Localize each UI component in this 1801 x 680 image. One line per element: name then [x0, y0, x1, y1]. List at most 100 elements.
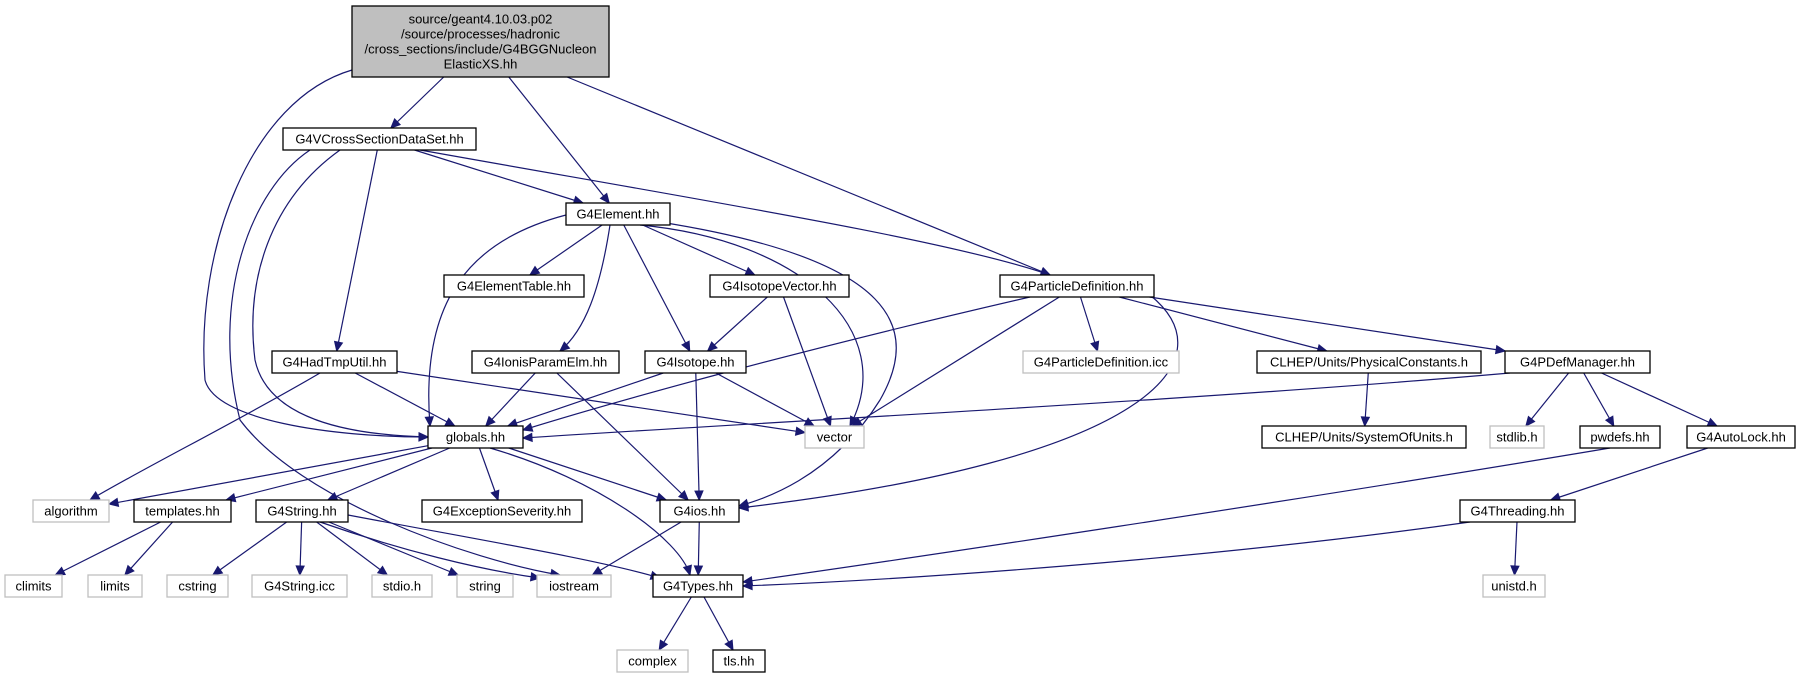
node-label: G4AutoLock.hh — [1696, 430, 1786, 445]
node-box — [1459, 499, 1576, 523]
edge-G4Element-to-G4IonisParamElm — [559, 224, 611, 352]
node-label: G4HadTmpUtil.hh — [282, 355, 386, 370]
node-box — [32, 499, 110, 523]
node-label: limits — [100, 579, 130, 594]
node-label: G4ParticleDefinition.icc — [1034, 355, 1169, 370]
edge-G4PDefManager-to-pwdefs — [1583, 372, 1615, 428]
node-label: G4Threading.hh — [1471, 504, 1565, 519]
edge-G4IsotopeVector-to-G4Isotope — [706, 296, 768, 352]
node-box — [659, 499, 740, 523]
node-cstring: cstring — [166, 574, 229, 598]
node-g4elementtable[interactable]: G4ElementTable.hh — [443, 274, 585, 298]
node-label: G4PDefManager.hh — [1520, 355, 1635, 370]
edge-globals-to-G4Types — [489, 447, 692, 577]
edge-G4IonisParamElm-to-G4ios — [556, 372, 690, 501]
edge-G4VCrossSectionDataSet-to-G4HadTmpUtil — [333, 149, 378, 353]
node-g4isotopevector[interactable]: G4IsotopeVector.hh — [709, 274, 850, 298]
edge-root-to-G4ParticleDefinition — [566, 76, 1052, 276]
node-box — [421, 499, 583, 523]
edge-G4VCrossSectionDataSet-to-G4Element — [414, 149, 585, 205]
edge-G4HadTmpUtil-to-globals — [354, 372, 456, 427]
node-label: templates.hh — [145, 504, 219, 519]
edge-G4AutoLock-to-G4Threading — [1549, 447, 1708, 502]
node-physicalconstants[interactable]: CLHEP/Units/PhysicalConstants.h — [1256, 350, 1482, 374]
node-box — [652, 574, 744, 598]
node-g4isotope[interactable]: G4Isotope.hh — [644, 350, 747, 374]
edge-G4Isotope-to-globals — [506, 372, 664, 428]
edge-G4PDefManager-to-G4AutoLock — [1601, 372, 1719, 427]
node-g4particledefinition[interactable]: G4ParticleDefinition.hh — [999, 274, 1155, 298]
node-g4types[interactable]: G4Types.hh — [652, 574, 744, 598]
node-label: pwdefs.hh — [1590, 430, 1649, 445]
node-systemofunits[interactable]: CLHEP/Units/SystemOfUnits.h — [1261, 425, 1467, 449]
node-box — [456, 574, 514, 598]
node-label: source/geant4.10.03.p02 — [409, 12, 553, 27]
edge-G4Element-to-vector — [639, 224, 864, 428]
node-g4hadtmputil[interactable]: G4HadTmpUtil.hh — [271, 350, 398, 374]
edge-G4Element-to-G4IsotopeVector — [642, 224, 756, 276]
edge-G4VCrossSectionDataSet-to-globals — [252, 149, 430, 442]
edge-G4Threading-to-unistd — [1510, 521, 1520, 577]
node-label: climits — [15, 579, 52, 594]
edge-G4String-to-string — [328, 521, 460, 576]
edge-G4ParticleDefinition-to-G4ios — [737, 294, 1179, 512]
node-g4string[interactable]: G4String.hh — [255, 499, 349, 523]
edge-globals-to-templates — [224, 447, 433, 503]
node-label: G4String.hh — [267, 504, 336, 519]
node-climits: climits — [4, 574, 63, 598]
edge-globals-to-algorithm — [107, 445, 429, 508]
node-g4ionisparamelm[interactable]: G4IonisParamElm.hh — [471, 350, 620, 374]
node-label: stdio.h — [383, 579, 421, 594]
node-box — [712, 649, 766, 673]
edge-G4PDefManager-to-stdlib — [1525, 372, 1570, 427]
node-g4threading[interactable]: G4Threading.hh — [1459, 499, 1576, 523]
node-box — [282, 127, 477, 151]
node-label: G4ElementTable.hh — [457, 279, 571, 294]
node-g4pdefmanager[interactable]: G4PDefManager.hh — [1504, 350, 1651, 374]
node-label: ElasticXS.hh — [444, 57, 518, 72]
node-label: G4ExceptionSeverity.hh — [433, 504, 572, 519]
node-stdio: stdio.h — [371, 574, 433, 598]
node-label: /source/processes/hadronic — [401, 27, 560, 42]
edge-G4Element-to-globals — [424, 214, 567, 428]
node-label: G4IonisParamElm.hh — [484, 355, 608, 370]
node-g4exceptionseverity[interactable]: G4ExceptionSeverity.hh — [421, 499, 583, 523]
edge-G4ParticleDefinition-to-vector — [851, 296, 1060, 427]
edge-layer — [54, 69, 1719, 652]
node-box — [709, 274, 850, 298]
edge-G4Isotope-to-vector — [715, 372, 816, 427]
node-box — [351, 5, 610, 78]
edge-G4ParticleDefinition-to-G4ParticleDefinition_icc — [1079, 296, 1100, 353]
node-label: CLHEP/Units/PhysicalConstants.h — [1270, 355, 1468, 370]
edge-G4PDefManager-to-globals — [521, 372, 1511, 443]
edge-root-to-G4VCrossSectionDataSet — [390, 76, 445, 129]
node-g4vcrosssectiondataset[interactable]: G4VCrossSectionDataSet.hh — [282, 127, 477, 151]
node-box — [255, 499, 349, 523]
node-root[interactable]: source/geant4.10.03.p02/source/processes… — [351, 5, 610, 78]
edge-G4Element-to-G4Isotope — [623, 224, 691, 353]
node-g4ios[interactable]: G4ios.hh — [659, 499, 740, 523]
node-label: G4VCrossSectionDataSet.hh — [295, 132, 463, 147]
edge-globals-to-G4ios — [508, 447, 668, 502]
node-templates[interactable]: templates.hh — [133, 499, 232, 523]
node-tls[interactable]: tls.hh — [712, 649, 766, 673]
edge-G4ParticleDefinition-to-PhysicalConstants — [1119, 296, 1328, 354]
node-globals[interactable]: globals.hh — [427, 425, 524, 449]
node-box — [536, 574, 612, 598]
node-box — [427, 425, 524, 449]
edge-templates-to-limits — [124, 521, 174, 576]
edge-G4String-to-G4String_icc — [295, 521, 305, 577]
node-box — [443, 274, 585, 298]
node-pwdefs[interactable]: pwdefs.hh — [1579, 425, 1661, 449]
edge-G4ios-to-G4Types — [693, 521, 704, 577]
edge-G4ParticleDefinition-to-G4PDefManager — [1149, 296, 1507, 355]
node-unistd: unistd.h — [1482, 574, 1546, 598]
node-label: stdlib.h — [1496, 430, 1537, 445]
node-limits: limits — [87, 574, 143, 598]
edge-G4IsotopeVector-to-vector — [782, 296, 832, 428]
node-g4element[interactable]: G4Element.hh — [565, 202, 671, 226]
node-label: G4String.icc — [264, 579, 335, 594]
edge-G4HadTmpUtil-to-vector — [396, 370, 807, 436]
node-g4autolock[interactable]: G4AutoLock.hh — [1686, 425, 1796, 449]
